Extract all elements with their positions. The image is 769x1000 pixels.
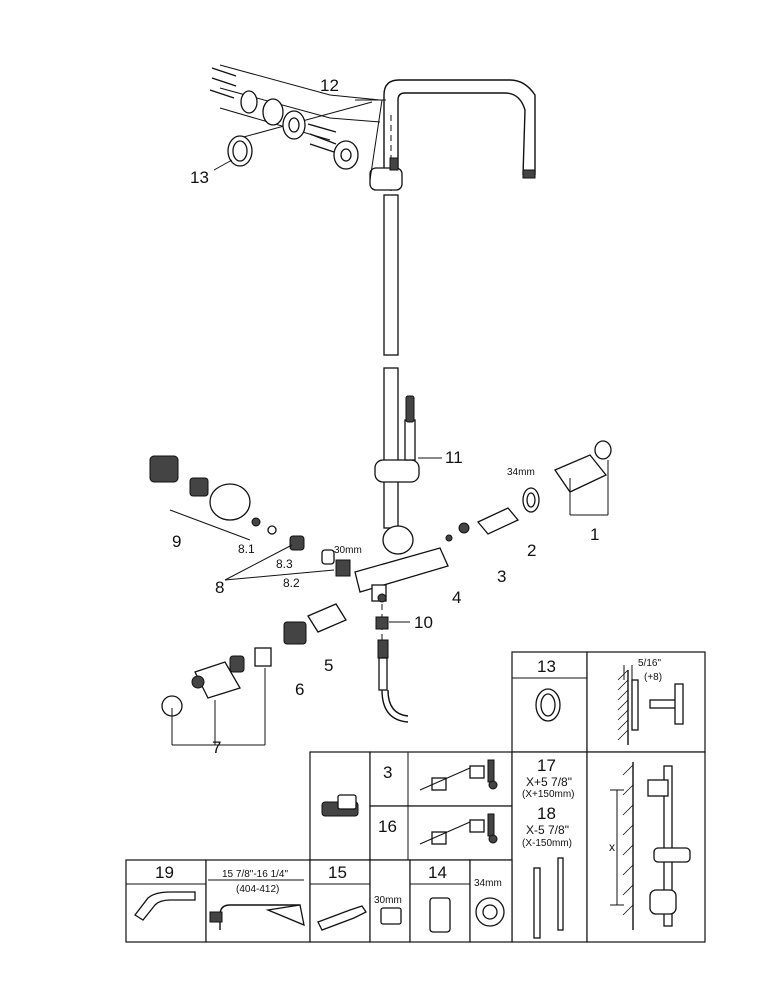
table-13: 13 xyxy=(537,657,556,676)
callout-7: 7 xyxy=(212,738,221,757)
left-side-parts xyxy=(149,455,351,746)
table-3: 3 xyxy=(383,763,392,782)
table-drawings xyxy=(134,665,691,939)
callout-12: 12 xyxy=(320,76,339,95)
table-15: 15 xyxy=(328,863,347,882)
callout-8-2: 8.2 xyxy=(283,576,300,590)
callout-1: 1 xyxy=(590,525,599,544)
part-10-hose xyxy=(375,616,410,723)
table-14: 14 xyxy=(428,863,447,882)
spare-parts-table xyxy=(125,651,706,943)
part-11-holder xyxy=(374,395,442,483)
callout-11: 11 xyxy=(445,448,463,467)
table-18-mm: (X-150mm) xyxy=(522,838,572,849)
table-16: 16 xyxy=(378,817,397,836)
wall-dim-mm: (+8) xyxy=(644,672,662,683)
table-18-dim: X-5 7/8" xyxy=(526,823,569,837)
table-17-mm: (X+150mm) xyxy=(522,789,575,800)
dim-34mm: 34mm xyxy=(507,467,535,478)
table-17: 17 xyxy=(537,756,556,775)
table-width-mm: (404-412) xyxy=(236,884,279,895)
table-30mm: 30mm xyxy=(374,895,402,906)
thermostat-body xyxy=(354,525,449,640)
callout-8-3: 8.3 xyxy=(276,557,293,571)
callout-4: 4 xyxy=(452,588,461,607)
callout-13: 13 xyxy=(190,168,209,187)
dim-30mm: 30mm xyxy=(334,545,362,556)
table-19: 19 xyxy=(155,863,174,882)
x-label: x xyxy=(609,840,615,854)
callout-8: 8 xyxy=(215,578,224,597)
wall-dim: 5/16" xyxy=(638,658,661,669)
callout-8-1: 8.1 xyxy=(238,542,255,556)
part-13-ring xyxy=(213,135,253,171)
table-34mm: 34mm xyxy=(474,878,502,889)
table-18: 18 xyxy=(537,804,556,823)
table-width: 15 7/8"-16 1/4" xyxy=(222,869,288,880)
callout-5: 5 xyxy=(324,656,333,675)
callout-9: 9 xyxy=(172,532,181,551)
right-side-parts xyxy=(445,440,612,542)
wall-bracket-parts xyxy=(209,64,386,170)
callout-6: 6 xyxy=(295,680,304,699)
callout-2: 2 xyxy=(527,541,536,560)
callout-3: 3 xyxy=(497,567,506,586)
table-17-dim: X+5 7/8" xyxy=(526,775,572,789)
callout-10: 10 xyxy=(414,613,433,632)
